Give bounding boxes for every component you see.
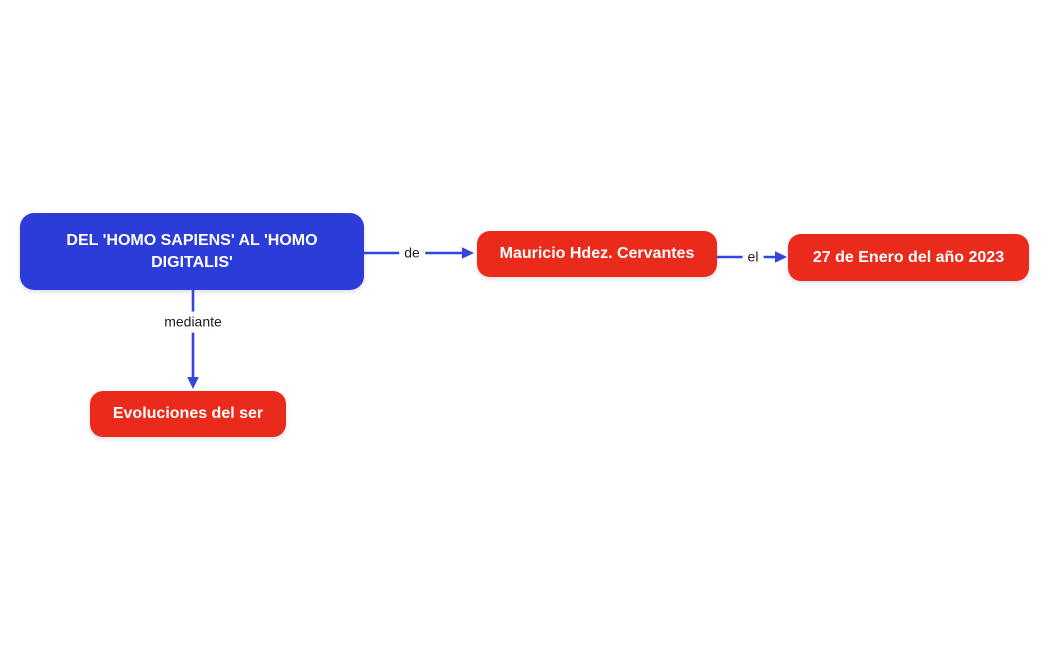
arrowhead-right-icon — [462, 247, 474, 259]
node-date[interactable]: 27 de Enero del año 2023 — [788, 234, 1029, 281]
node-author[interactable]: Mauricio Hdez. Cervantes — [477, 231, 717, 277]
node-author-label: Mauricio Hdez. Cervantes — [499, 245, 695, 263]
edge-label-el[interactable]: el — [742, 246, 764, 268]
edge-label-de[interactable]: de — [399, 242, 425, 264]
node-method-label: Evoluciones del ser — [112, 405, 264, 423]
arrowhead-down-icon — [187, 377, 199, 389]
edge-label-mediante[interactable]: mediante — [159, 311, 227, 333]
node-method[interactable]: Evoluciones del ser — [90, 391, 286, 437]
node-date-label: 27 de Enero del año 2023 — [812, 248, 1005, 266]
node-main-topic[interactable]: DEL 'HOMO SAPIENS' AL 'HOMO DIGITALIS' — [20, 213, 364, 290]
node-main-topic-label: DEL 'HOMO SAPIENS' AL 'HOMO DIGITALIS' — [66, 231, 318, 271]
arrowhead-right-icon — [775, 251, 787, 263]
edge-main-to-method — [187, 290, 199, 389]
